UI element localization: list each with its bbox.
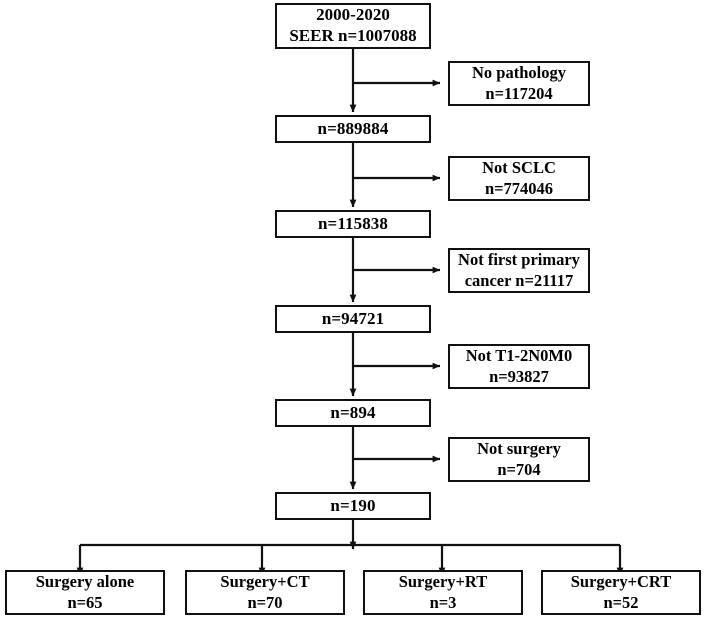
group-label: Surgery alone	[35, 572, 135, 592]
exclusion-reason: Not surgery	[477, 439, 561, 459]
exclusion-box-not-first-primary: Not first primary cancer n=21117	[448, 248, 590, 293]
group-count: n=3	[429, 592, 457, 612]
group-box-surgery-alone: Surgery alone n=65	[5, 570, 165, 615]
node-count-label: n=889884	[317, 118, 389, 138]
node-step3-count: n=94721	[275, 305, 431, 333]
exclusion-count: n=704	[497, 459, 541, 479]
exclusion-reason: Not SCLC	[482, 158, 556, 178]
exclusion-reason: No pathology	[472, 63, 566, 83]
group-count: n=65	[67, 592, 103, 612]
node-count-label: n=894	[330, 402, 376, 422]
exclusion-count: n=117204	[485, 83, 553, 103]
node-count-label: n=94721	[321, 308, 385, 328]
node-source-cohort: 2000-2020 SEER n=1007088	[275, 3, 431, 49]
exclusion-box-no-pathology: No pathology n=117204	[448, 61, 590, 106]
group-box-surgery-crt: Surgery+CRT n=52	[541, 570, 701, 615]
node-count-label: n=115838	[317, 213, 388, 233]
node-source-count: SEER n=1007088	[289, 26, 417, 45]
exclusion-box-not-surgery: Not surgery n=704	[448, 437, 590, 482]
node-count-label: n=190	[330, 495, 376, 515]
node-step5-count: n=190	[275, 492, 431, 520]
node-step1-count: n=889884	[275, 115, 431, 143]
group-label: Surgery+CRT	[570, 572, 672, 592]
exclusion-count: n=774046	[484, 178, 554, 198]
group-count: n=70	[247, 592, 283, 612]
group-count: n=52	[603, 592, 639, 612]
node-step2-count: n=115838	[275, 210, 431, 238]
exclusion-reason: Not first primary	[458, 250, 580, 270]
exclusion-count: cancer n=21117	[464, 270, 574, 290]
exclusion-count: n=93827	[489, 366, 549, 386]
exclusion-box-not-sclc: Not SCLC n=774046	[448, 156, 590, 201]
group-box-surgery-rt: Surgery+RT n=3	[363, 570, 523, 615]
exclusion-reason: Not T1-2N0M0	[465, 346, 573, 366]
group-label: Surgery+CT	[220, 572, 310, 592]
node-step4-count: n=894	[275, 399, 431, 427]
group-label: Surgery+RT	[398, 572, 488, 592]
group-box-surgery-ct: Surgery+CT n=70	[185, 570, 345, 615]
exclusion-box-not-t1-2n0m0: Not T1-2N0M0 n=93827	[448, 344, 590, 389]
node-source-years: 2000-2020	[316, 5, 390, 25]
